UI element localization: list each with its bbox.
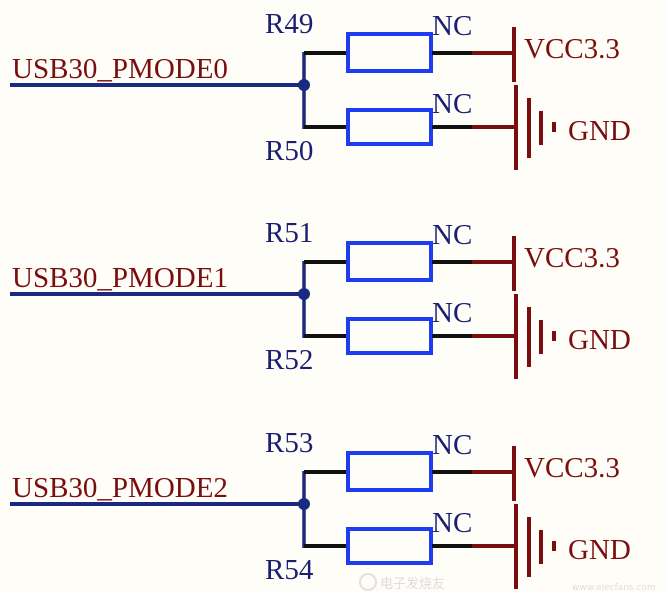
watermark-icon bbox=[359, 573, 377, 591]
value-label-bottom: NC bbox=[432, 297, 472, 329]
vcc-label: VCC3.3 bbox=[524, 33, 620, 65]
resistor-top bbox=[346, 32, 433, 73]
ref-designator-bottom: R52 bbox=[265, 344, 313, 376]
ref-designator-top: R51 bbox=[265, 217, 313, 249]
gnd-label: GND bbox=[568, 115, 631, 147]
resistor-bottom bbox=[346, 317, 433, 355]
value-label-top: NC bbox=[432, 10, 472, 42]
resistor-bottom bbox=[346, 527, 433, 565]
resistor-bottom bbox=[346, 108, 433, 146]
ref-designator-bottom: R54 bbox=[265, 554, 314, 586]
value-label-bottom: NC bbox=[432, 88, 472, 120]
net-label: USB30_PMODE0 bbox=[12, 53, 228, 85]
vcc-label: VCC3.3 bbox=[524, 452, 620, 484]
gnd-label: GND bbox=[568, 324, 631, 356]
vcc-label: VCC3.3 bbox=[524, 242, 620, 274]
watermark-logo: 电子发烧友 www.elecfans.com bbox=[359, 573, 656, 593]
net-label: USB30_PMODE1 bbox=[12, 262, 228, 294]
value-label-bottom: NC bbox=[432, 507, 472, 539]
ref-designator-top: R53 bbox=[265, 427, 313, 459]
resistor-top bbox=[346, 451, 433, 492]
value-label-top: NC bbox=[432, 429, 472, 461]
watermark-url: www.elecfans.com bbox=[572, 583, 656, 593]
watermark-logo-text: 电子发烧友 bbox=[380, 576, 445, 592]
resistor-top bbox=[346, 241, 433, 282]
ref-designator-top: R49 bbox=[265, 8, 313, 40]
ref-designator-bottom: R50 bbox=[265, 135, 313, 167]
gnd-label: GND bbox=[568, 534, 631, 566]
value-label-top: NC bbox=[432, 219, 472, 251]
net-label: USB30_PMODE2 bbox=[12, 472, 228, 504]
